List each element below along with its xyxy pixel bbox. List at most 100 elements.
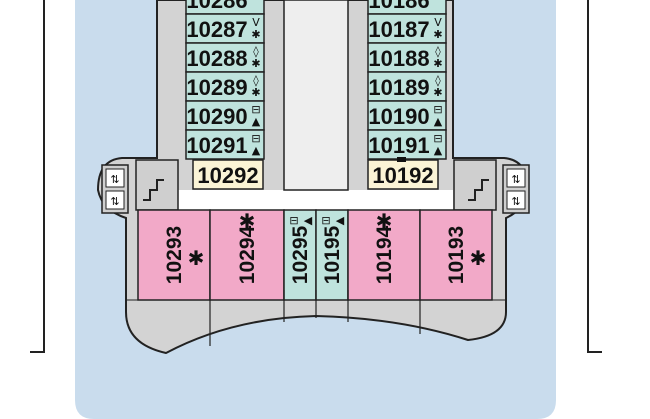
asterisk-icon: ✱ <box>239 209 256 233</box>
cabin-10193[interactable]: 10193✱ <box>419 209 493 301</box>
cabin-box <box>185 42 265 73</box>
cabin-10293[interactable]: 10293✱ <box>137 209 211 301</box>
triangle-icon: ▲ <box>434 115 443 128</box>
stairs-starboard <box>453 159 497 211</box>
drop-icon: ◊ <box>435 45 441 58</box>
cabin-box <box>367 100 447 131</box>
cabin-number: 10189 <box>368 75 429 100</box>
aft-partitions <box>126 290 506 346</box>
cabin-number: 10287 <box>186 17 247 42</box>
cabin-10192[interactable]: 10192 <box>367 159 439 190</box>
cabin-number: 10290 <box>186 104 247 129</box>
triangle-icon: ▲ <box>434 144 443 157</box>
cabin-number: 10195 <box>321 225 344 284</box>
cabin-10292[interactable]: 10292 <box>192 159 264 190</box>
cabin-number: 10188 <box>368 46 429 71</box>
cabin-number: 10192 <box>372 163 433 188</box>
asterisk-icon: ✱ <box>251 57 260 70</box>
cabin-number: 10190 <box>368 104 429 129</box>
cabin-10294[interactable]: 10294✱ <box>209 209 285 301</box>
cabin-box <box>185 71 265 102</box>
stairs-port <box>135 159 179 211</box>
cabin-box <box>367 42 447 73</box>
cabin-10295[interactable]: 10295⊟ ◀ <box>283 209 317 301</box>
elevator-icon: ⇅ <box>110 195 119 208</box>
sofa-bed-icon: ⊟ <box>321 214 330 227</box>
cabin-10289[interactable]: 10289 ◊✱ <box>185 71 265 102</box>
port-bracket <box>30 0 45 353</box>
drop-icon: ◊ <box>253 45 259 58</box>
cabin-number: 10187 <box>368 17 429 42</box>
cabin-number: 10186 <box>368 0 429 13</box>
asterisk-icon: ✱ <box>470 246 487 270</box>
asterisk-icon: ✱ <box>433 28 442 41</box>
cabin-number: 10289 <box>186 75 247 100</box>
cabin-box <box>209 209 285 301</box>
cabin-10186[interactable]: 10186▲ <box>367 0 447 15</box>
asterisk-icon: ✱ <box>433 86 442 99</box>
drop-icon: ◊ <box>435 74 441 87</box>
asterisk-icon: ✱ <box>433 57 442 70</box>
cabin-box <box>185 129 265 160</box>
cabin-number: 10292 <box>197 163 258 188</box>
cabin-box <box>367 13 447 44</box>
cabin-box <box>347 209 421 301</box>
asterisk-icon: ✱ <box>251 86 260 99</box>
cabin-box <box>185 13 265 44</box>
triangle-icon: ▲ <box>252 115 261 128</box>
cabin-10191[interactable]: 10191 ⊟▲ <box>367 129 447 160</box>
cabin-10194[interactable]: 10194✱ <box>347 209 421 301</box>
cabin-box <box>367 129 447 160</box>
stairs-icon <box>468 179 489 201</box>
elevator-port: ⇅ ⇅ <box>101 164 129 214</box>
drop-icon: ◊ <box>253 74 259 87</box>
cabin-10290[interactable]: 10290 ⊟▲ <box>185 100 265 131</box>
cabin-number: 10293 <box>163 226 186 284</box>
cabin-box <box>315 209 349 301</box>
starboard-cabin-column: 10186▲10187V✱10188◊✱10189◊✱10190⊟▲10191⊟… <box>367 0 447 160</box>
cabin-10286[interactable]: 10286▲ <box>185 0 265 15</box>
sofa-bed-icon: ⊟ <box>433 103 442 116</box>
sofa-bed-icon: ⊟ <box>433 132 442 145</box>
sofa-bed-icon: ⊟ <box>251 103 260 116</box>
cabin-10287[interactable]: 10287 V✱ <box>185 13 265 44</box>
cabin-10188[interactable]: 10188 ◊✱ <box>367 42 447 73</box>
elevator-icon: ⇅ <box>511 195 520 208</box>
sofa-bed-icon: ⊟ <box>251 132 260 145</box>
chevron-icon: V <box>434 16 442 29</box>
asterisk-icon: ✱ <box>251 28 260 41</box>
elevator-starboard: ⇅ ⇅ <box>502 164 530 214</box>
cabin-number: 10291 <box>186 133 247 158</box>
triangle-icon: ▲ <box>252 144 261 157</box>
sofa-bed-icon: ⊟ <box>289 214 298 227</box>
cabin-10189[interactable]: 10189 ◊✱ <box>367 71 447 102</box>
cabin-number: 10288 <box>186 46 247 71</box>
triangle-left-icon: ◀ <box>304 214 313 227</box>
cabin-box <box>419 209 493 301</box>
cabin-10291[interactable]: 10291 ⊟▲ <box>185 129 265 160</box>
starboard-bracket <box>587 0 602 353</box>
cabin-10195[interactable]: 10195⊟ ◀ <box>315 209 349 301</box>
cabin-number: 10286 <box>186 0 247 13</box>
aft-cabin-row: 10293✱10294✱10295⊟◀10195⊟◀10194✱10193✱ <box>137 209 493 301</box>
asterisk-icon: ✱ <box>188 246 205 270</box>
triangle-left-icon: ◀ <box>336 214 345 227</box>
cabin-number: 10191 <box>368 133 429 158</box>
chevron-icon: V <box>252 16 260 29</box>
stairs-icon <box>143 179 164 201</box>
elevator-icon: ⇅ <box>110 173 119 186</box>
asterisk-icon: ✱ <box>376 209 393 233</box>
cabin-10288[interactable]: 10288 ◊✱ <box>185 42 265 73</box>
port-cabin-column: 10286▲10287V✱10288◊✱10289◊✱10290⊟▲10291⊟… <box>185 0 265 160</box>
cabin-10190[interactable]: 10190 ⊟▲ <box>367 100 447 131</box>
cabin-number: 10193 <box>445 226 468 284</box>
cabin-number: 10294 <box>236 225 259 284</box>
cabin-number: 10295 <box>289 225 312 284</box>
door-marker <box>397 157 406 162</box>
aft-corridor <box>178 190 453 210</box>
cabin-number: 10194 <box>373 225 396 284</box>
center-shaft <box>283 0 349 191</box>
elevator-icon: ⇅ <box>511 173 520 186</box>
cabin-10187[interactable]: 10187 V✱ <box>367 13 447 44</box>
